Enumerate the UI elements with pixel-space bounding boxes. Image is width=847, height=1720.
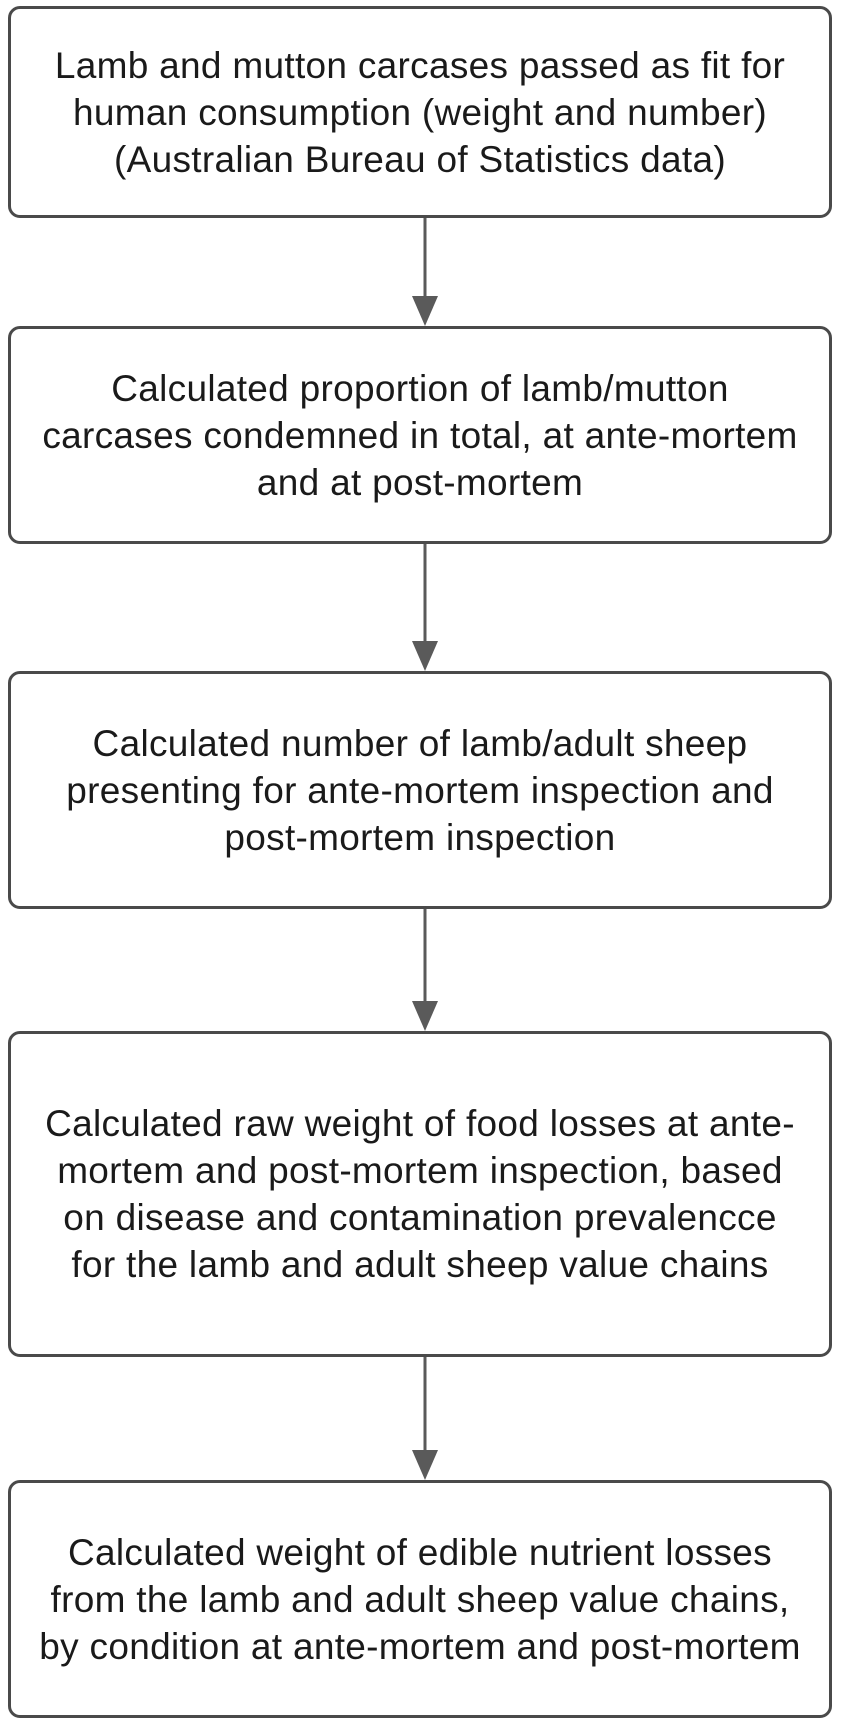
step-5-box: Calculated weight of edible nutrient los…: [8, 1480, 832, 1718]
step-1-box: Lamb and mutton carcases passed as fit f…: [8, 6, 832, 218]
step-3-text: Calculated number of lamb/adult sheep pr…: [66, 722, 774, 858]
arrow-3-to-4: [412, 909, 438, 1031]
arrow-4-to-5: [412, 1357, 438, 1480]
step-4-box: Calculated raw weight of food losses at …: [8, 1031, 832, 1357]
step-2-text: Calculated proportion of lamb/mutton car…: [42, 367, 798, 503]
step-5-text: Calculated weight of edible nutrient los…: [39, 1531, 801, 1667]
step-4-text: Calculated raw weight of food losses at …: [45, 1103, 795, 1285]
step-2-box: Calculated proportion of lamb/mutton car…: [8, 326, 832, 544]
arrow-2-to-3: [412, 544, 438, 671]
step-3-box: Calculated number of lamb/adult sheep pr…: [8, 671, 832, 909]
step-1-text: Lamb and mutton carcases passed as fit f…: [54, 44, 786, 180]
arrow-1-to-2: [412, 218, 438, 326]
